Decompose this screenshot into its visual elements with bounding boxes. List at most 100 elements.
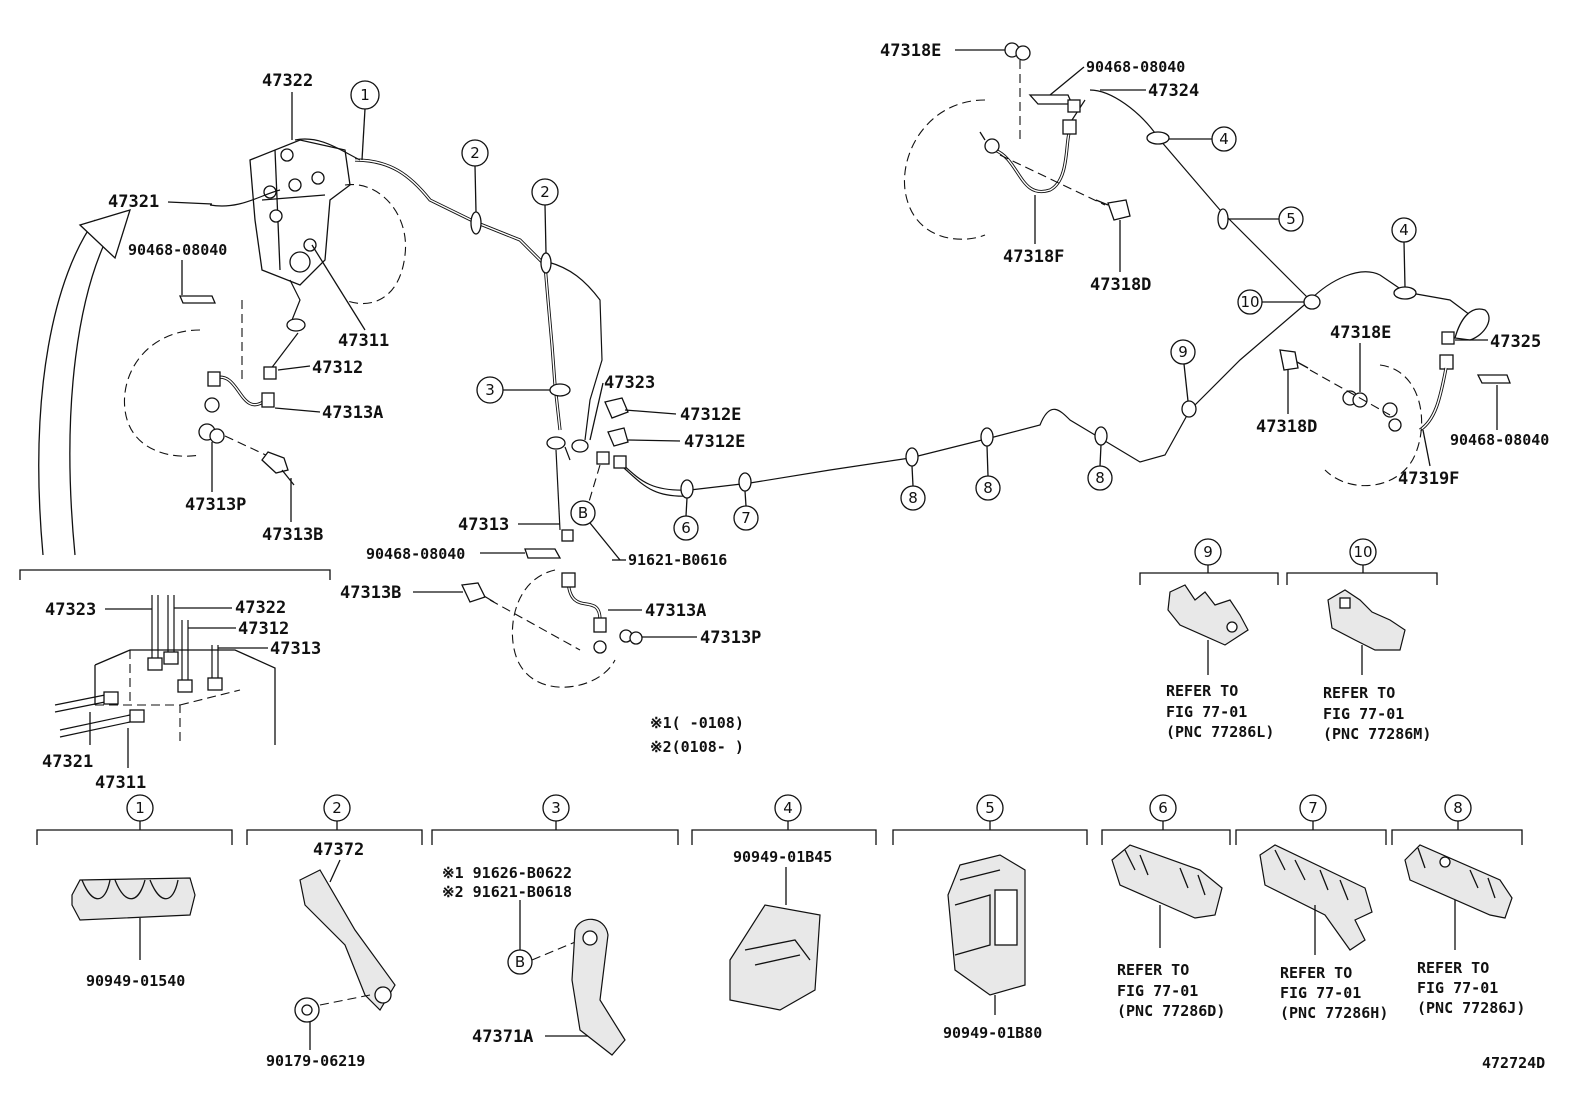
callout-9: 9 [1170, 339, 1196, 402]
callout-8b-label: 8 [983, 479, 993, 497]
label-47322: 47322 [262, 71, 313, 91]
detail-6-num: 6 [1158, 799, 1168, 817]
callout-8c: 8 [1087, 444, 1113, 491]
detail-4-num: 4 [783, 799, 793, 817]
detail-8: 8 REFER TO FIG 77-01 (PNC 77286J) [1391, 794, 1525, 1017]
detail-9: 9 REFER TO FIG 77-01 (PNC 77286L) [1139, 538, 1279, 741]
label-detail-47321: 47321 [42, 752, 93, 772]
detail-10: 10 REFER TO FIG 77-01 (PNC 77286M) [1286, 538, 1438, 743]
label-47319F: 47319F [1398, 469, 1459, 489]
callout-2a: 2 [461, 139, 489, 213]
note-2: ※2(0108- ) [650, 738, 744, 756]
callout-2b: 2 [531, 178, 559, 254]
label-47318E-top: 47318E [880, 41, 941, 61]
figure-id: 472724D [1482, 1054, 1545, 1072]
detail-2-part-bottom: 90179-06219 [266, 1052, 365, 1070]
detail-1: 1 90949-01540 [36, 794, 233, 990]
label-detail-47322: 47322 [235, 598, 286, 618]
label-47318D-top: 47318D [1090, 275, 1151, 295]
label-47311: 47311 [338, 331, 389, 351]
hose-group-top-right [903, 42, 1131, 240]
callout-2a-label: 2 [470, 144, 480, 162]
label-detail-47313: 47313 [270, 639, 321, 659]
detail-5-num: 5 [985, 799, 995, 817]
callout-5-label: 5 [1286, 210, 1296, 228]
callout-4a-label: 4 [1219, 130, 1229, 148]
callout-1: 1 [350, 80, 380, 161]
detail-8-ref3: (PNC 77286J) [1417, 999, 1525, 1017]
detail-3-part: 47371A [472, 1027, 533, 1047]
callout-8a: 8 [900, 465, 926, 511]
detail-3-num: 3 [551, 799, 561, 817]
detail-1-part: 90949-01540 [86, 972, 185, 990]
detail-8-ref1: REFER TO [1417, 959, 1489, 977]
hose-group-left [123, 300, 295, 486]
callout-10: 10 [1237, 289, 1304, 315]
label-47313P-left: 47313P [185, 495, 246, 515]
label-90468-tr: 90468-08040 [1086, 58, 1185, 76]
label-47312E-b: 47312E [684, 432, 745, 452]
label-47321: 47321 [108, 192, 159, 212]
label-detail-47312: 47312 [238, 619, 289, 639]
callout-1-label: 1 [360, 86, 370, 104]
detail-6-ref2: FIG 77-01 [1117, 982, 1198, 1000]
label-91621: 91621-B0616 [628, 551, 727, 569]
callout-3: 3 [476, 376, 550, 404]
detail-5: 5 90949-01B80 [892, 794, 1088, 1042]
label-47312E-a: 47312E [680, 405, 741, 425]
detail-4: 4 90949-01B45 [691, 794, 877, 1011]
label-47323-mid: 47323 [604, 373, 655, 393]
detail-3-variant1: ※1 91626-B0622 [442, 864, 572, 882]
callout-7: 7 [733, 490, 759, 531]
detail-4-part: 90949-01B45 [733, 848, 832, 866]
hose-group-right [1279, 308, 1511, 487]
label-47312: 47312 [312, 358, 363, 378]
detail-7-ref2: FIG 77-01 [1280, 984, 1361, 1002]
callout-6-label: 6 [681, 519, 691, 537]
detail-3: 3 ※1 91626-B0622 ※2 91621-B0618 B 47371A [431, 794, 679, 1056]
detail-2-part-top: 47372 [313, 840, 364, 860]
callout-5: 5 [1228, 206, 1304, 232]
curved-arrow [38, 209, 131, 556]
label-47313A-top: 47313A [322, 403, 383, 423]
detail-2-num: 2 [332, 799, 342, 817]
detail-10-num: 10 [1353, 543, 1372, 561]
detail-3-marker: B [515, 953, 525, 971]
callout-B-label: B [578, 504, 588, 522]
detail-1-num: 1 [135, 799, 145, 817]
label-47318E-right: 47318E [1330, 323, 1391, 343]
callout-9-label: 9 [1178, 343, 1188, 361]
label-90468-mid: 90468-08040 [366, 545, 465, 563]
detail-9-ref2: FIG 77-01 [1166, 703, 1247, 721]
callout-4b-label: 4 [1399, 221, 1409, 239]
label-90468-right: 90468-08040 [1450, 431, 1549, 449]
callout-6: 6 [673, 497, 699, 541]
label-detail-47323: 47323 [45, 600, 96, 620]
label-47313A-mid: 47313A [645, 601, 706, 621]
detail-7-ref1: REFER TO [1280, 964, 1352, 982]
callout-8a-label: 8 [908, 489, 918, 507]
detail-10-ref1: REFER TO [1323, 684, 1395, 702]
callout-7-label: 7 [741, 509, 751, 527]
label-47318F: 47318F [1003, 247, 1064, 267]
detail-10-ref3: (PNC 77286M) [1323, 725, 1431, 743]
callout-10-label: 10 [1240, 293, 1259, 311]
label-detail-47311: 47311 [95, 773, 146, 793]
detail-9-ref3: (PNC 77286L) [1166, 723, 1274, 741]
detail-8-ref2: FIG 77-01 [1417, 979, 1498, 997]
middle-fittings [546, 397, 629, 542]
detail-9-ref1: REFER TO [1166, 682, 1238, 700]
detail-9-num: 9 [1203, 543, 1213, 561]
hose-group-middle [461, 569, 643, 688]
label-47313P-mid: 47313P [700, 628, 761, 648]
detail-3-variant2: ※2 91621-B0618 [442, 883, 572, 901]
callout-4b: 4 [1391, 217, 1417, 288]
callout-4a: 4 [1169, 126, 1237, 152]
detail-6-ref1: REFER TO [1117, 961, 1189, 979]
callout-2b-label: 2 [540, 183, 550, 201]
label-47325: 47325 [1490, 332, 1541, 352]
detail-7-ref3: (PNC 77286H) [1280, 1004, 1388, 1022]
label-47313-mid: 47313 [458, 515, 509, 535]
